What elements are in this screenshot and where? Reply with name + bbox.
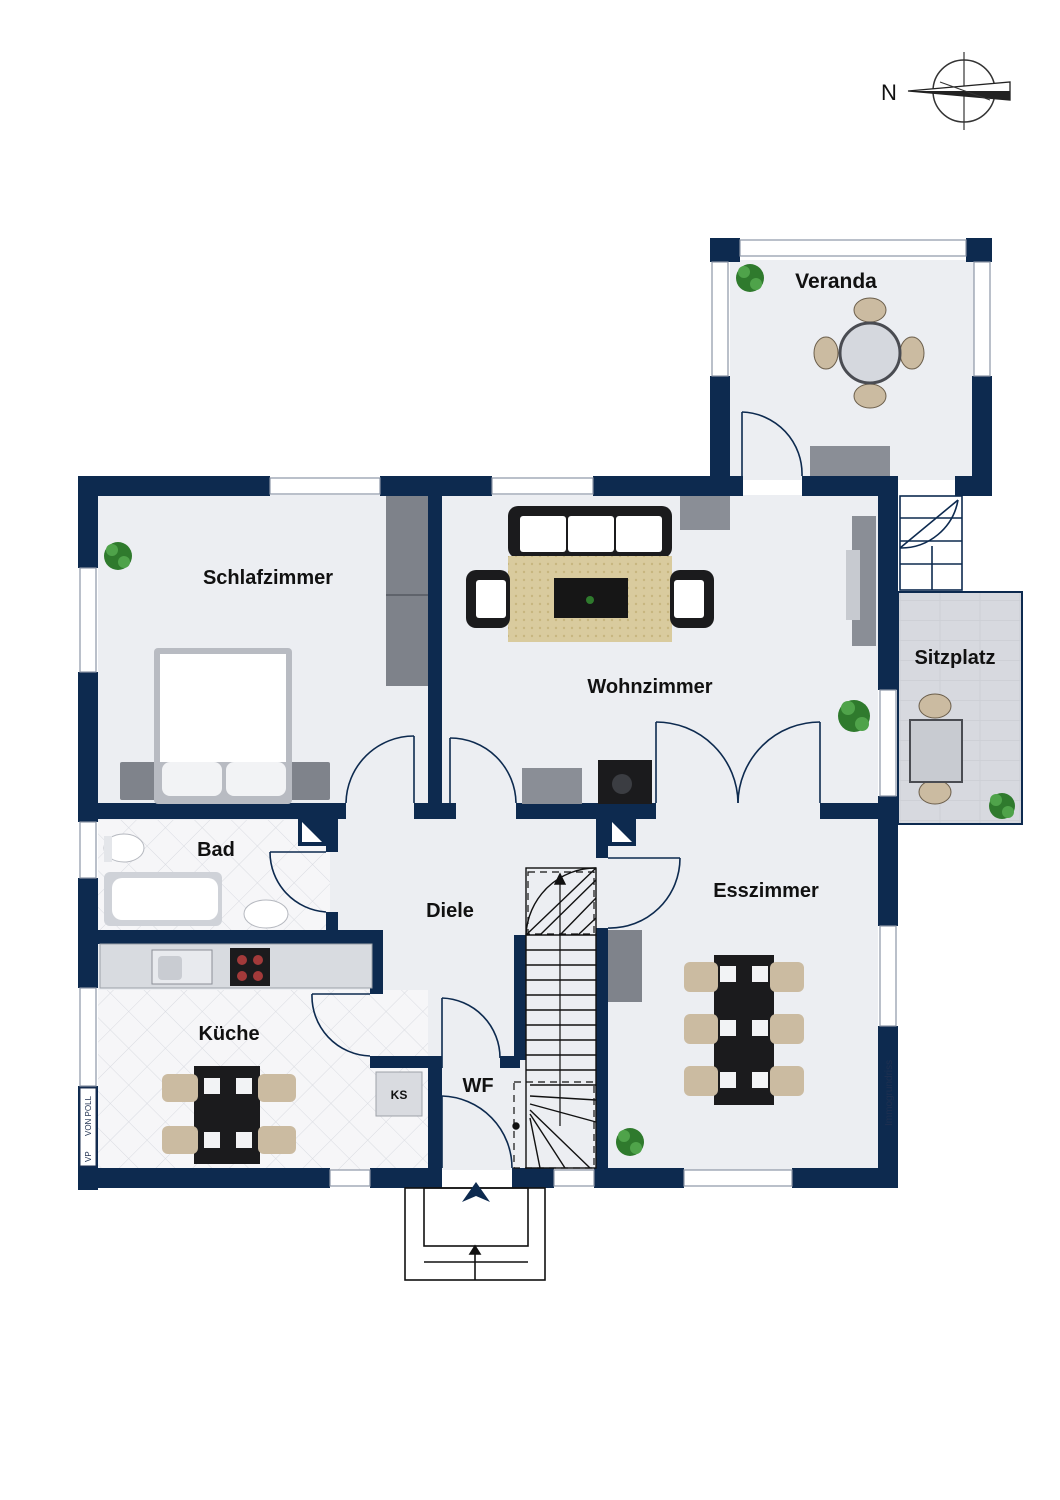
side-steps bbox=[899, 495, 963, 591]
label-ks: KS bbox=[391, 1088, 408, 1102]
double-bed bbox=[120, 648, 330, 804]
entrance-arrow-icon bbox=[462, 1182, 490, 1202]
wohnzimmer-cabinets bbox=[522, 496, 876, 804]
label-bad: Bad bbox=[197, 839, 235, 861]
svg-text:VON POLL: VON POLL bbox=[84, 1095, 93, 1136]
label-veranda: Veranda bbox=[795, 270, 877, 293]
wardrobe bbox=[386, 496, 428, 686]
label-esszimmer: Esszimmer bbox=[713, 880, 819, 902]
stair-dashed-lines bbox=[513, 871, 595, 1169]
compass-rose-icon bbox=[907, 52, 1011, 130]
bathroom-fixtures bbox=[103, 833, 289, 929]
doors bbox=[269, 411, 959, 1169]
walls bbox=[78, 238, 992, 1190]
kitchen-counter bbox=[99, 943, 373, 989]
label-schlafzimmer: Schlafzimmer bbox=[203, 567, 333, 589]
svg-text:VP: VP bbox=[84, 1151, 93, 1162]
label-wf: WF bbox=[462, 1075, 493, 1097]
watermark-text: Immogrundriss bbox=[884, 1060, 895, 1126]
sitzplatz-deck bbox=[897, 591, 1023, 825]
compass-north-label: N bbox=[881, 80, 897, 105]
label-wohnzimmer: Wohnzimmer bbox=[587, 676, 712, 698]
chimneys bbox=[302, 822, 632, 842]
label-diele: Diele bbox=[426, 900, 474, 922]
label-sitzplatz: Sitzplatz bbox=[914, 647, 995, 669]
ks-box bbox=[375, 1071, 423, 1117]
dining-table bbox=[608, 930, 804, 1105]
label-kueche: Küche bbox=[198, 1023, 259, 1045]
sofa-set bbox=[466, 506, 714, 642]
windows bbox=[79, 239, 991, 1187]
von-poll-logo: VON POLL VP bbox=[79, 1087, 97, 1167]
entrance-steps bbox=[404, 1187, 546, 1281]
kitchen-table bbox=[162, 1066, 296, 1164]
sitzplatz-chairs bbox=[909, 693, 963, 805]
veranda-table bbox=[810, 297, 925, 476]
plant-leaves bbox=[106, 266, 1014, 1154]
